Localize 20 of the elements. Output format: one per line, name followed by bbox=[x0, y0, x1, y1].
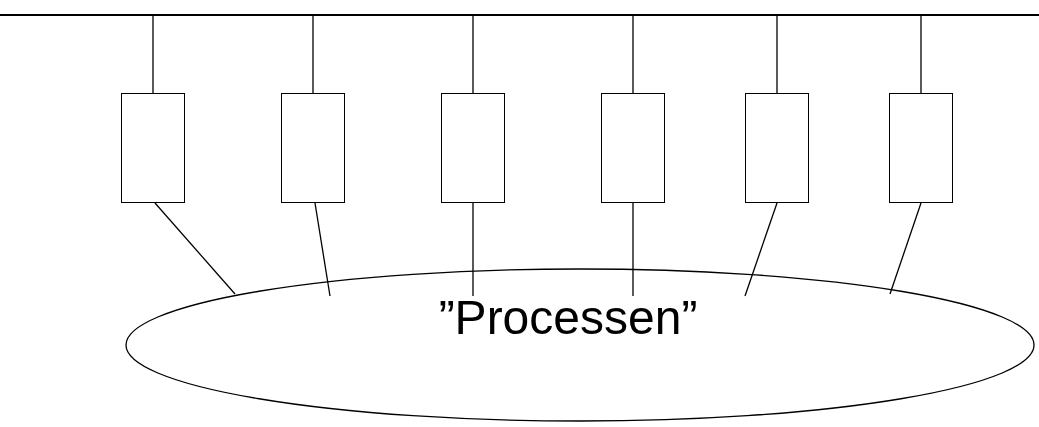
connector-line bbox=[152, 14, 154, 94]
connector-line bbox=[776, 14, 778, 94]
process-box bbox=[889, 93, 953, 203]
process-box bbox=[601, 93, 665, 203]
connector-line bbox=[314, 202, 331, 297]
connector-line bbox=[472, 14, 474, 94]
connector-line bbox=[889, 202, 922, 295]
process-box bbox=[745, 93, 809, 203]
connector-line bbox=[744, 202, 778, 297]
process-box bbox=[441, 93, 505, 203]
bus-line bbox=[0, 14, 1039, 16]
connector-line bbox=[920, 14, 922, 94]
process-box bbox=[121, 93, 185, 203]
process-box bbox=[281, 93, 345, 203]
connector-line bbox=[154, 202, 236, 295]
connector-line bbox=[632, 14, 634, 94]
connector-line bbox=[632, 202, 634, 297]
ellipse-label: ”Processen” bbox=[438, 290, 698, 345]
connector-line bbox=[472, 202, 474, 297]
connector-line bbox=[312, 14, 314, 94]
